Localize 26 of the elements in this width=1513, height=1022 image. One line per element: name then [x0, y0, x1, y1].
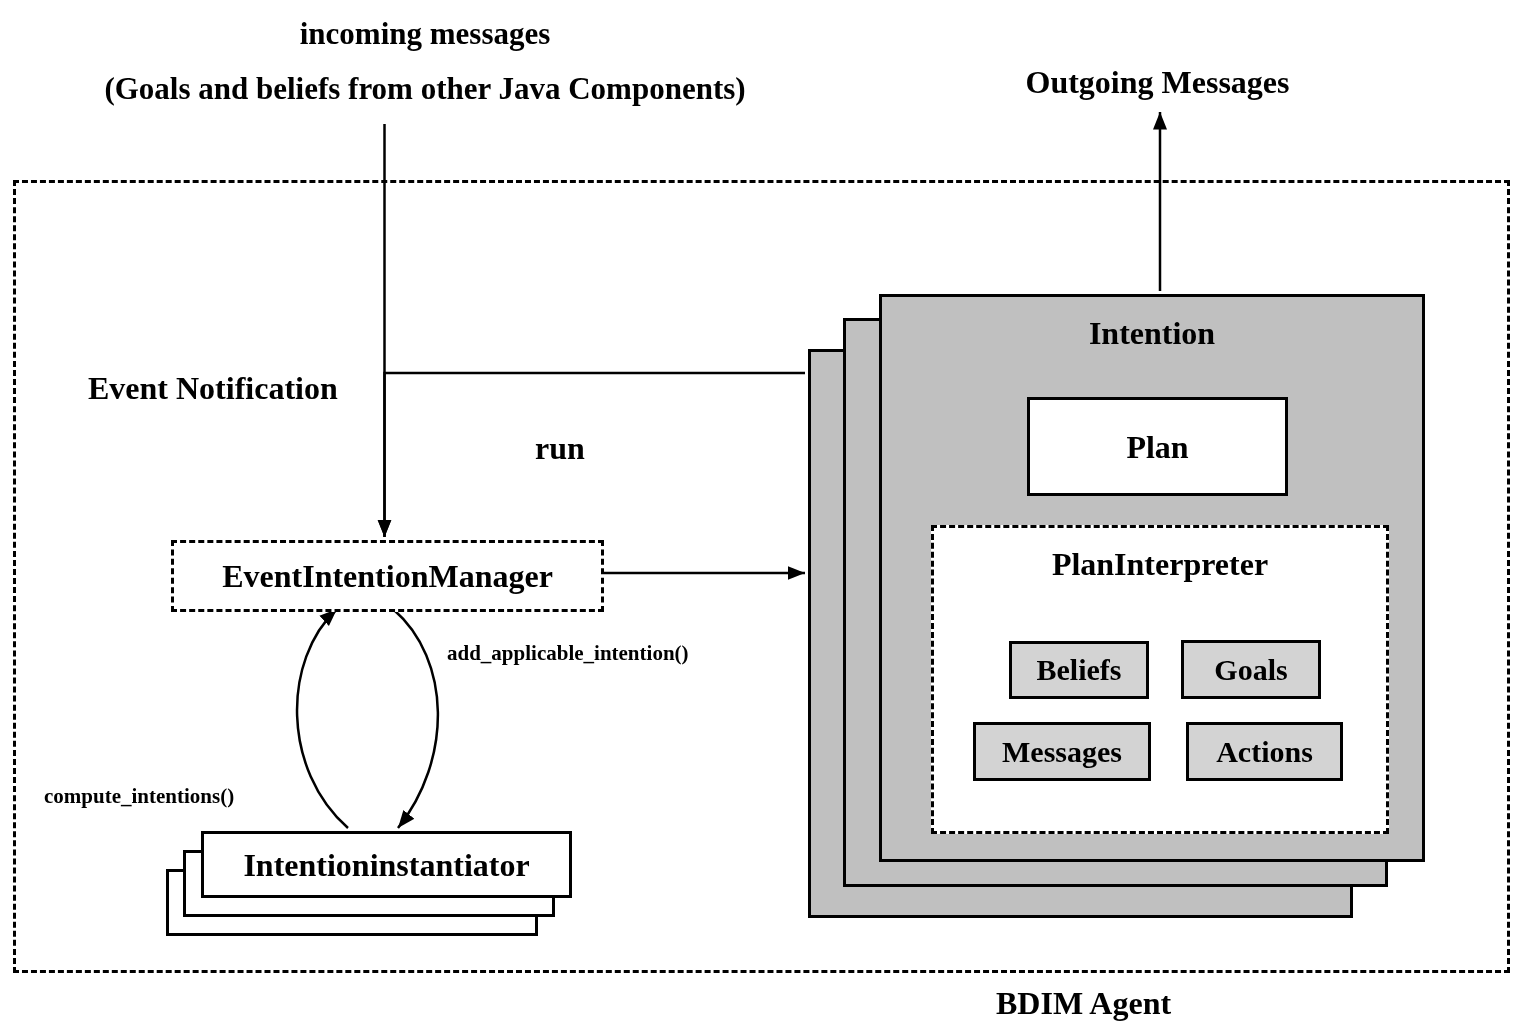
node-label: BDIM Agent — [996, 984, 1172, 1022]
component-box — [973, 722, 1151, 781]
node-label: Outgoing Messages — [1025, 63, 1290, 102]
node-label: Beliefs — [1036, 652, 1122, 689]
edge-label: add_applicable_intention() — [447, 640, 689, 667]
component-box — [1027, 397, 1288, 496]
edge-label: run — [535, 429, 585, 468]
node-label: Intentioninstantiator — [243, 845, 530, 885]
node-label: (Goals and beliefs from other Java Components) — [104, 70, 746, 108]
arrow — [1153, 112, 1167, 291]
component-box — [1009, 641, 1149, 699]
node-label: Actions — [1216, 733, 1313, 770]
node-label: incoming messages — [299, 15, 551, 54]
node-label: Plan — [1126, 427, 1189, 467]
edge-label: Event Notification — [88, 369, 338, 408]
node-label: PlanInterpreter — [1051, 545, 1269, 584]
arrow — [377, 371, 805, 537]
component-box — [931, 525, 1389, 834]
component-box — [1181, 640, 1321, 699]
component-box — [1186, 722, 1343, 781]
node-label: Goals — [1214, 651, 1288, 688]
node-label: EventIntentionManager — [222, 557, 553, 596]
edge-label: compute_intentions() — [44, 783, 235, 810]
node-label: Intention — [1088, 314, 1216, 353]
component-box — [171, 540, 604, 612]
node-label: Messages — [1002, 733, 1122, 770]
